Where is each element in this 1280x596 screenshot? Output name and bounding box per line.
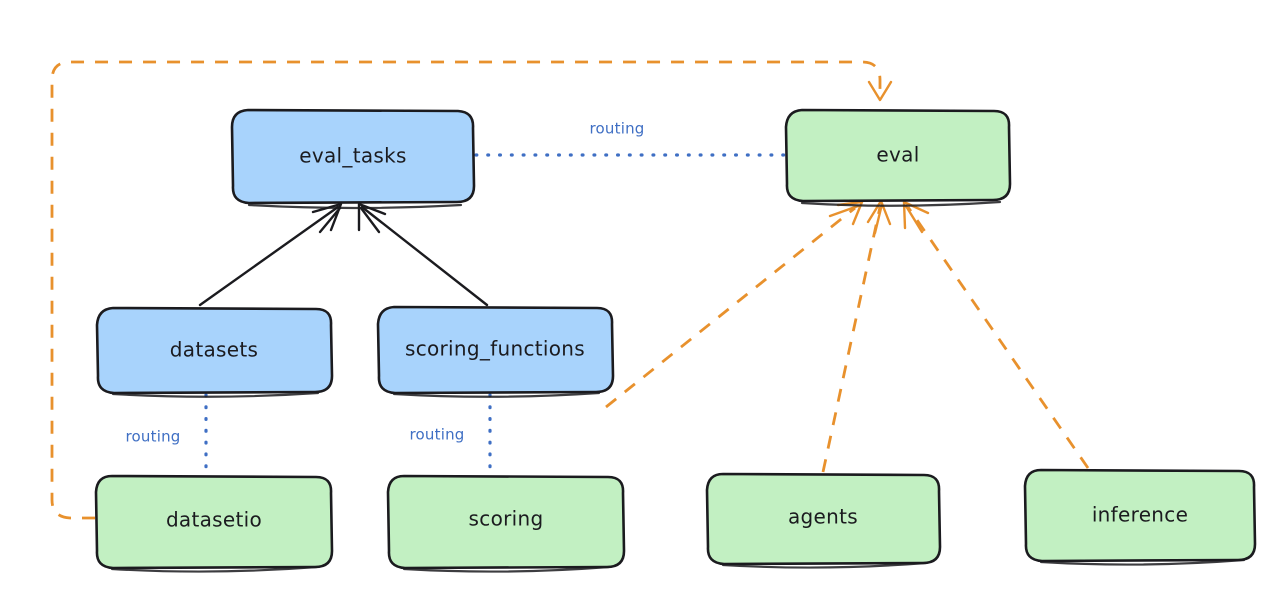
node-inference[interactable]: inference bbox=[1023, 468, 1257, 566]
edge-datasetio-to-eval bbox=[50, 60, 893, 520]
edge-scoring-to-eval bbox=[605, 200, 864, 409]
node-label-eval: eval bbox=[876, 143, 919, 167]
node-eval[interactable]: eval bbox=[784, 108, 1012, 207]
edge-label-routing-datasetio: routing bbox=[126, 428, 181, 446]
node-datasets[interactable]: datasets bbox=[95, 306, 334, 398]
node-label-scoring: scoring bbox=[469, 507, 544, 531]
edge-inference-to-eval bbox=[902, 200, 1090, 469]
node-scoring[interactable]: scoring bbox=[386, 474, 626, 573]
edge-label-routing-scoring: routing bbox=[410, 426, 465, 444]
edge-scoring_functions-to-eval_tasks bbox=[357, 202, 489, 307]
node-label-scoring_functions: scoring_functions bbox=[405, 337, 585, 361]
node-label-inference: inference bbox=[1092, 503, 1188, 527]
node-label-agents: agents bbox=[788, 505, 858, 529]
edge-agents-to-eval bbox=[821, 199, 892, 473]
node-agents[interactable]: agents bbox=[705, 472, 942, 569]
edge-label-routing-eval: routing bbox=[590, 120, 645, 138]
node-label-eval_tasks: eval_tasks bbox=[299, 144, 406, 168]
node-label-datasets: datasets bbox=[170, 338, 258, 362]
node-scoring_functions[interactable]: scoring_functions bbox=[376, 305, 615, 398]
node-datasetio[interactable]: datasetio bbox=[94, 474, 334, 573]
node-eval_tasks[interactable]: eval_tasks bbox=[230, 108, 476, 210]
edge-datasets-to-eval_tasks bbox=[198, 202, 343, 307]
node-label-datasetio: datasetio bbox=[166, 508, 262, 532]
